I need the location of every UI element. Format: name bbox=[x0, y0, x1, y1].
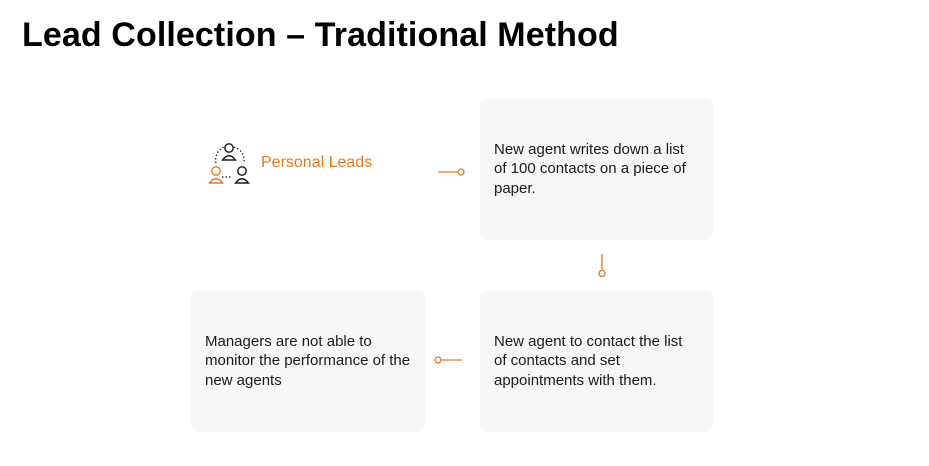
connector-step1-to-step2 bbox=[598, 254, 606, 278]
personal-leads-label: Personal Leads bbox=[261, 154, 373, 171]
step-1-box: New agent writes down a list of 100 cont… bbox=[480, 98, 713, 240]
connector-step2-to-step3 bbox=[434, 356, 462, 364]
step-1-text: New agent writes down a list of 100 cont… bbox=[494, 140, 686, 197]
step-3-text: Managers are not able to monitor the per… bbox=[205, 332, 411, 389]
step-3-box: Managers are not able to monitor the per… bbox=[191, 290, 425, 432]
page-title: Lead Collection – Traditional Method bbox=[22, 16, 619, 54]
personal-leads-source: Personal Leads bbox=[208, 141, 372, 185]
step-2-text: New agent to contact the list of contact… bbox=[494, 332, 683, 389]
connector-source-to-step1 bbox=[438, 168, 465, 176]
step-2-box: New agent to contact the list of contact… bbox=[480, 290, 713, 432]
people-network-icon bbox=[208, 143, 250, 184]
